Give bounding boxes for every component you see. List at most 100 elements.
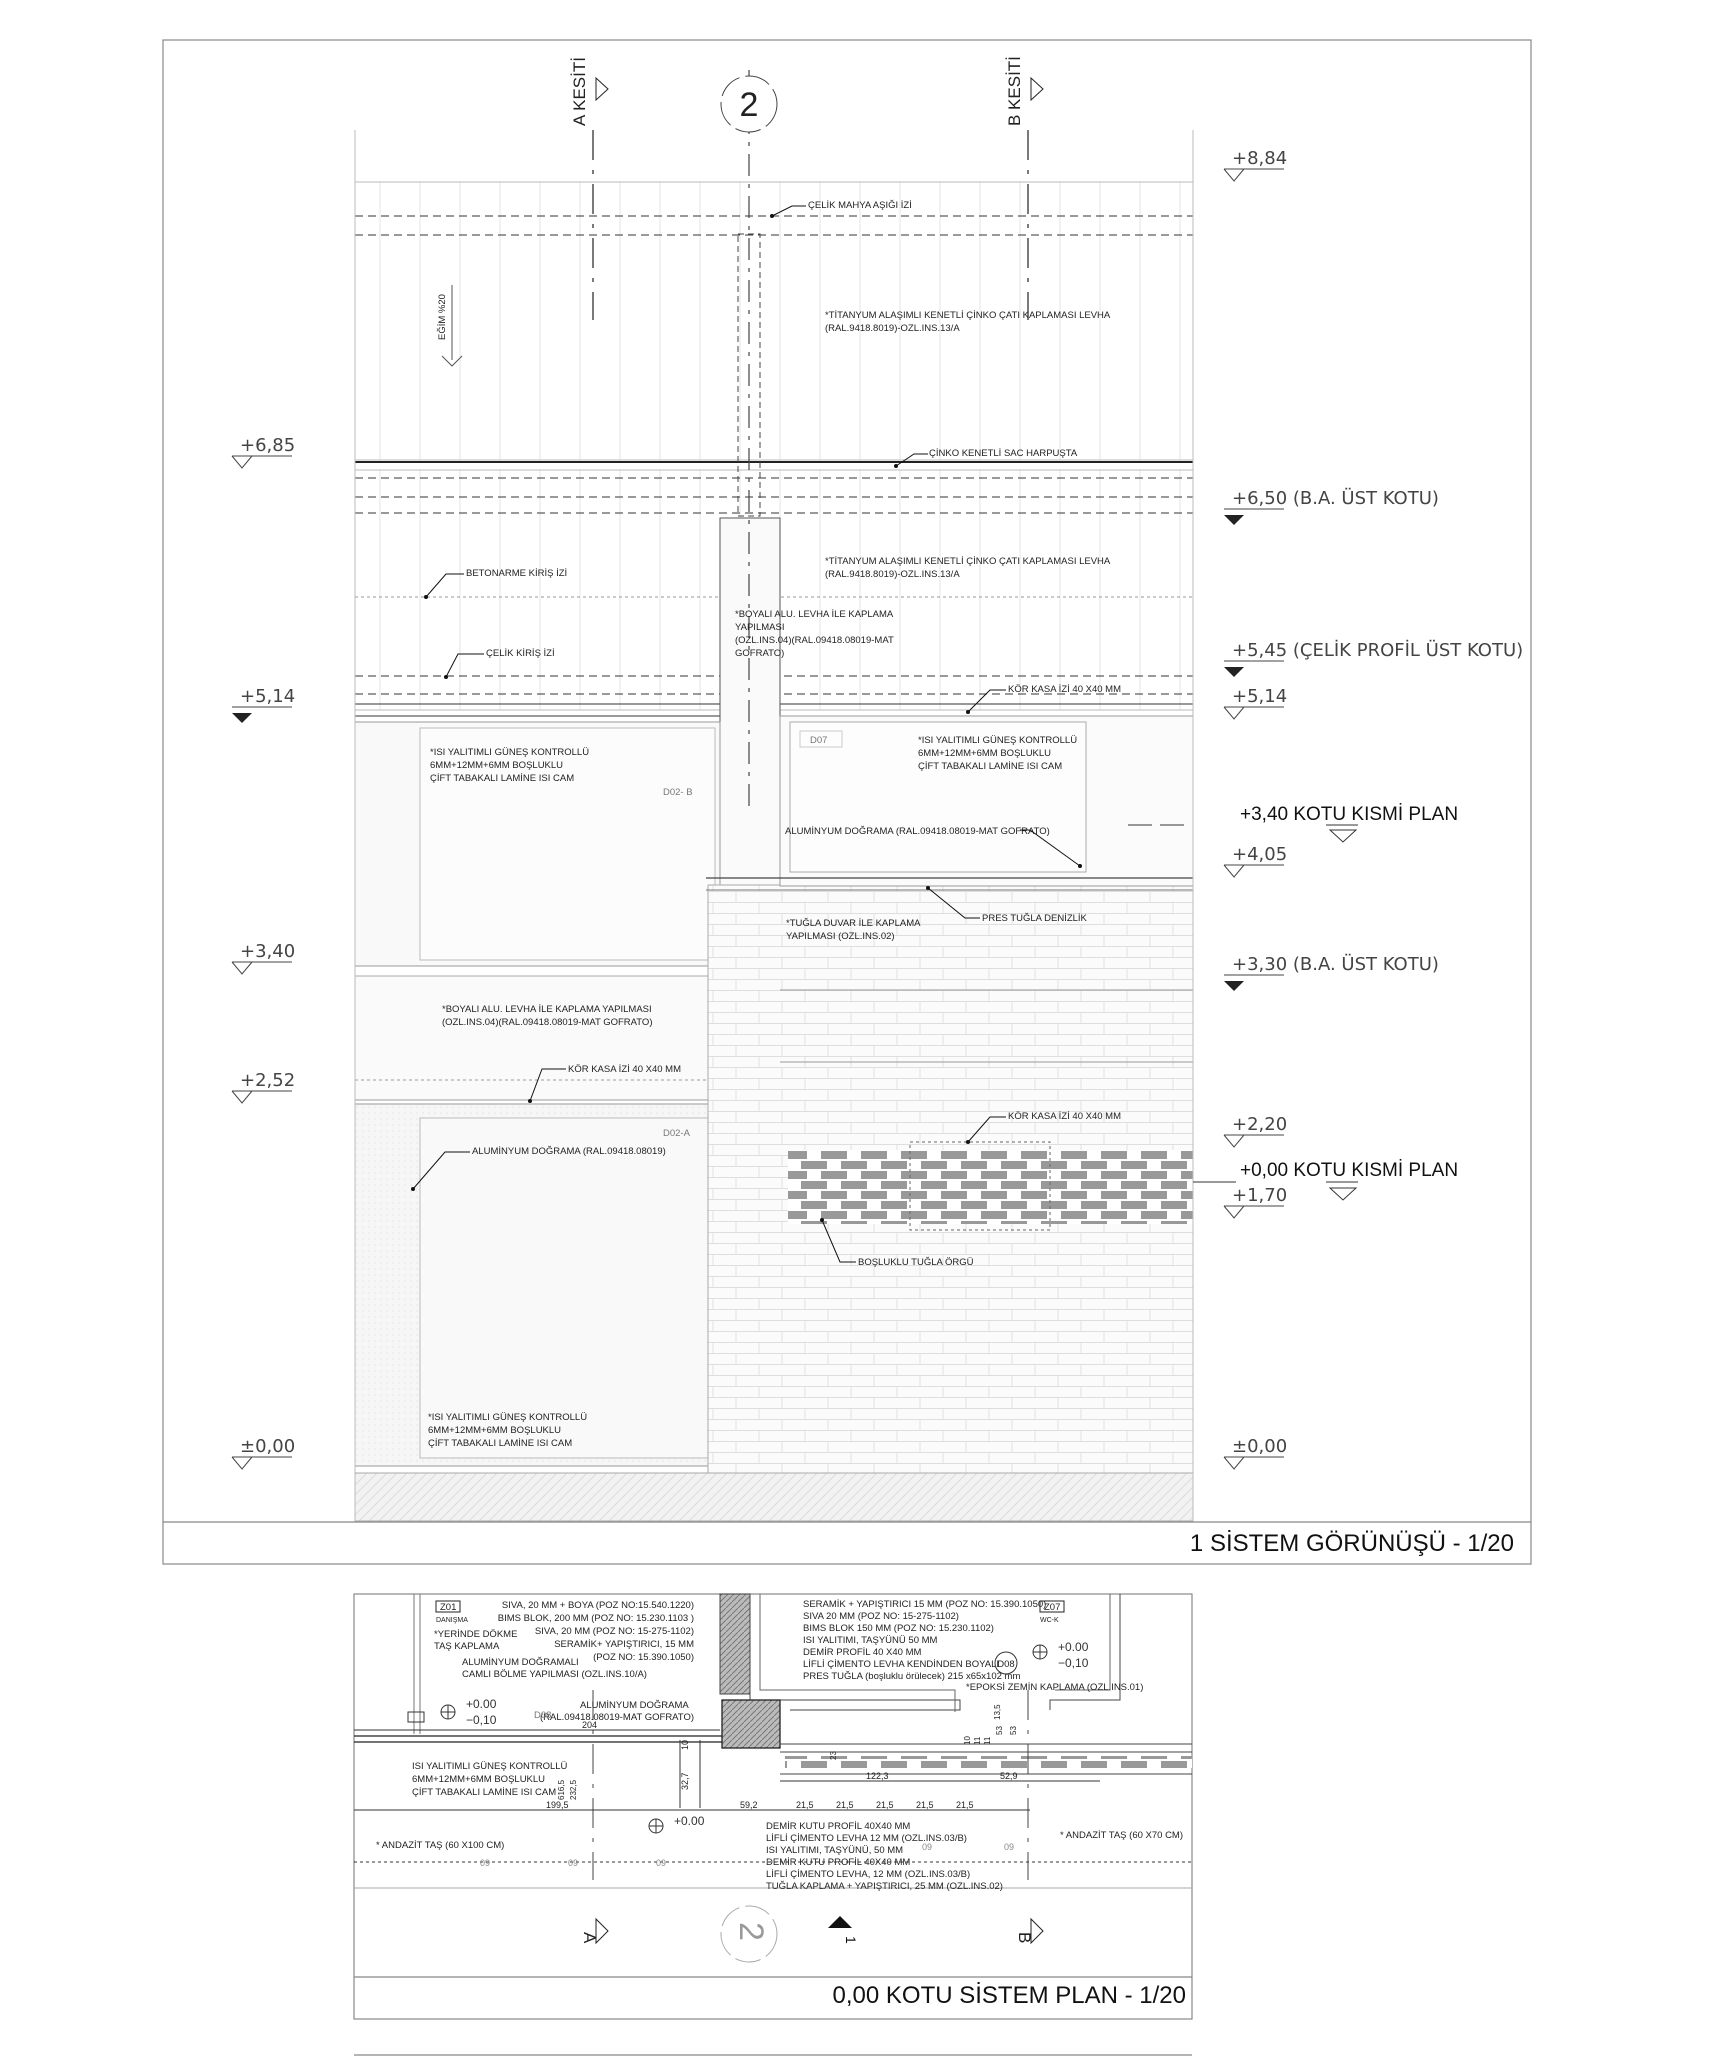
plan-note-wall-left: SIVA, 20 MM + BOYA (POZ NO:15.540.1220) … [498,1600,694,1663]
svg-text:DEMİR KUTU PROFİL 40X40 MM: DEMİR KUTU PROFİL 40X40 MM [766,1857,910,1868]
svg-text:*YERİNDE DÖKME: *YERİNDE DÖKME [434,1629,517,1640]
plan-note-wall-right: SERAMİK + YAPIŞTIRICI 15 MM (POZ NO: 15.… [803,1599,1046,1682]
note-roof-upper: *TİTANYUM ALAŞIMLI KENETLİ ÇİNKO ÇATI KA… [825,310,1111,334]
svg-text:+2,52: +2,52 [240,1070,295,1091]
svg-text:+3,30 (B.A. ÜST KOTU): +3,30 (B.A. ÜST KOTU) [1232,953,1439,975]
svg-text:−0,10: −0,10 [466,1713,497,1727]
svg-text:+1,70: +1,70 [1232,1185,1287,1206]
plan-ref-000[interactable]: +0,00 KOTU KISMİ PLAN [1193,1160,1458,1201]
plan-note-layers: DEMİR KUTU PROFİL 40X40 MM LİFLİ ÇİMENTO… [766,1821,1003,1892]
svg-text:D08: D08 [534,1710,551,1721]
svg-text:SIVA, 20 MM (POZ NO: 15-275-11: SIVA, 20 MM (POZ NO: 15-275-1102) [535,1626,694,1637]
svg-text:616,5: 616,5 [557,1779,566,1800]
svg-text:(RAL.9418.8019)-OZL.INS.13/A: (RAL.9418.8019)-OZL.INS.13/A [825,569,960,580]
room-tag-z01: Z01 DANIŞMA [435,1600,468,1624]
svg-text:*ISI YALITIMLI GÜNEŞ KONTROLLÜ: *ISI YALITIMLI GÜNEŞ KONTROLLÜ [428,1412,587,1423]
svg-text:LİFLİ ÇİMENTO LEVHA KENDİNDEN: LİFLİ ÇİMENTO LEVHA KENDİNDEN BOYALI [803,1659,999,1670]
level-left-685: +6,85 [231,435,295,469]
note-denizlik: PRES TUĞLA DENİZLİK [926,886,1088,924]
svg-text:CAMLI BÖLME YAPILMASI (OZL.INS: CAMLI BÖLME YAPILMASI (OZL.INS.10/A) [462,1669,647,1680]
svg-text:*BOYALI ALU. LEVHA İLE KAPLAMA: *BOYALI ALU. LEVHA İLE KAPLAMA [735,609,894,620]
svg-text:59,2: 59,2 [740,1800,758,1810]
plan-frame [353,1593,1193,2020]
svg-text:21,5: 21,5 [876,1800,894,1810]
level-right-514: +5,14 [1223,686,1287,720]
svg-text:(POZ NO: 15.390.1050): (POZ NO: 15.390.1050) [593,1652,694,1663]
svg-text:13,5: 13,5 [993,1704,1002,1720]
level-right-405: +4,05 [1223,844,1287,878]
svg-text:BOŞLUKLU TUĞLA ÖRGÜ: BOŞLUKLU TUĞLA ÖRGÜ [858,1257,974,1268]
tag-d02b: D02- B [663,787,693,798]
svg-text:*TUĞLA DUVAR İLE KAPLAMA: *TUĞLA DUVAR İLE KAPLAMA [786,918,921,929]
svg-text:53: 53 [1009,1726,1018,1735]
level-right-545: +5,45 (ÇELİK PROFİL ÜST KOTU) [1224,639,1523,677]
level-left-252: +2,52 [231,1070,295,1104]
svg-text:21,5: 21,5 [956,1800,974,1810]
note-alu-band: *BOYALI ALU. LEVHA İLE KAPLAMA YAPILMASI… [442,1004,652,1028]
note-korkasa-right: KÖR KASA İZİ 40 X40 MM [966,1111,1121,1144]
svg-text:(RAL.9418.8019)-OZL.INS.13/A: (RAL.9418.8019)-OZL.INS.13/A [825,323,960,334]
svg-text:ISI YALITIMLI GÜNEŞ KONTROLLÜ: ISI YALITIMLI GÜNEŞ KONTROLLÜ [412,1761,568,1772]
svg-text:ÇİFT TABAKALI LAMİNE ISI CAM: ÇİFT TABAKALI LAMİNE ISI CAM [428,1438,572,1449]
plan-level-c: +0.00 [648,1814,705,1834]
note-roof-lower: *TİTANYUM ALAŞIMLI KENETLİ ÇİNKO ÇATI KA… [825,556,1111,580]
plan-note-epoxy: *EPOKSİ ZEMİN KAPLAMA (OZL.INS.01) [966,1682,1143,1693]
svg-text:KÖR KASA İZİ 40 X40 MM: KÖR KASA İZİ 40 X40 MM [1008,684,1121,695]
svg-text:21,5: 21,5 [836,1800,854,1810]
svg-text:+5,45 (ÇELİK PROFİL ÜST KOTU): +5,45 (ÇELİK PROFİL ÜST KOTU) [1232,639,1523,661]
svg-text:A KESİTİ: A KESİTİ [570,57,589,126]
plan-note-paving-right: * ANDAZİT TAŞ (60 X70 CM) [1060,1830,1183,1841]
svg-text:−0,10: −0,10 [1058,1656,1089,1670]
svg-text:*TİTANYUM ALAŞIMLI KENETLİ ÇİN: *TİTANYUM ALAŞIMLI KENETLİ ÇİNKO ÇATI KA… [825,556,1111,567]
svg-text:B: B [1015,1932,1034,1943]
plan-axis-a: A [580,1917,609,1945]
plan-note-partition: ALUMİNYUM DOĞRAMALI CAMLI BÖLME YAPILMAS… [462,1657,647,1680]
note-glass-right: *ISI YALITIMLI GÜNEŞ KONTROLLÜ 6MM+12MM+… [918,735,1077,772]
svg-text:*TİTANYUM ALAŞIMLI KENETLİ ÇİN: *TİTANYUM ALAŞIMLI KENETLİ ÇİNKO ÇATI KA… [825,310,1111,321]
svg-text:+2,20: +2,20 [1232,1114,1287,1135]
svg-text:6MM+12MM+6MM BOŞLUKLU: 6MM+12MM+6MM BOŞLUKLU [430,760,563,771]
grid-bubble [720,75,778,133]
elevation-frame [162,39,1532,1565]
svg-text:+6,85: +6,85 [240,435,295,456]
svg-text:21,5: 21,5 [916,1800,934,1810]
level-right-650: +6,50 (B.A. ÜST KOTU) [1224,487,1439,525]
svg-text:122,3: 122,3 [866,1771,889,1781]
svg-text:YAPILMASI (OZL.INS.02): YAPILMASI (OZL.INS.02) [786,931,895,942]
note-frame-d07: ALUMİNYUM DOĞRAMA (RAL.09418.08019-MAT G… [785,826,1082,868]
svg-text:10: 10 [963,1736,972,1745]
tag-d02a: D02-A [663,1128,691,1139]
svg-text:TAŞ KAPLAMA: TAŞ KAPLAMA [434,1641,500,1652]
perforated-brick-band [788,1150,1193,1224]
section-b-marker: B KESİTİ [1005,56,1044,126]
plan-axis-b: B [1015,1917,1044,1945]
svg-text:TUĞLA KAPLAMA + YAPIŞTIRICI, 2: TUĞLA KAPLAMA + YAPIŞTIRICI, 25 MM (OZL.… [766,1881,1003,1892]
plan-north-arrow: 1 [828,1916,859,1944]
svg-text:BIMS BLOK 150 MM (POZ NO: 15.2: BIMS BLOK 150 MM (POZ NO: 15.230.1102) [803,1623,994,1634]
svg-text:(OZL.INS.04)(RAL.09418.08019-M: (OZL.INS.04)(RAL.09418.08019-MAT [735,635,894,646]
plan-ref-340[interactable]: +3,40 KOTU KISMİ PLAN [1128,804,1458,843]
note-perforated-brick: BOŞLUKLU TUĞLA ÖRGÜ [820,1218,974,1268]
elevation-title: 1 SİSTEM GÖRÜNÜŞÜ - 1/20 [1190,1530,1514,1557]
svg-text:ALUMİNYUM DOĞRAMALI: ALUMİNYUM DOĞRAMALI [462,1657,579,1668]
plan-dim-lines [354,1729,1192,1863]
svg-text:PRES TUĞLA DENİZLİK: PRES TUĞLA DENİZLİK [982,913,1088,924]
svg-text:(RAL.09418.08019-MAT GOFRATO): (RAL.09418.08019-MAT GOFRATO) [540,1712,694,1723]
plan-title: 0,00 KOTU SİSTEM PLAN - 1/20 [833,1982,1186,2009]
svg-text:ÇİFT TABAKALI LAMİNE ISI CAM: ÇİFT TABAKALI LAMİNE ISI CAM [918,761,1062,772]
svg-text:21,5: 21,5 [796,1800,814,1810]
svg-text:A: A [580,1932,599,1944]
svg-text:11: 11 [983,1736,992,1745]
svg-text:ALUMİNYUM DOĞRAMA (RAL.09418.0: ALUMİNYUM DOĞRAMA (RAL.09418.08019) [472,1146,666,1157]
svg-text:+5,14: +5,14 [1232,686,1287,707]
svg-text:ISI YALITIMI, TAŞYÜNÜ, 50 MM: ISI YALITIMI, TAŞYÜNÜ, 50 MM [766,1845,903,1856]
svg-text:09: 09 [656,1858,666,1868]
note-mahya: ÇELİK MAHYA AŞIĞI İZİ [770,200,912,218]
note-betonarme: BETONARME KİRİŞ İZİ [424,568,567,599]
svg-text:ÇİNKO KENETLİ SAC HARPUŞTA: ÇİNKO KENETLİ SAC HARPUŞTA [929,448,1078,459]
note-harpusta: ÇİNKO KENETLİ SAC HARPUŞTA [894,448,1078,468]
svg-text:±0,00: ±0,00 [1232,1436,1287,1457]
plan-column [721,1699,781,1749]
